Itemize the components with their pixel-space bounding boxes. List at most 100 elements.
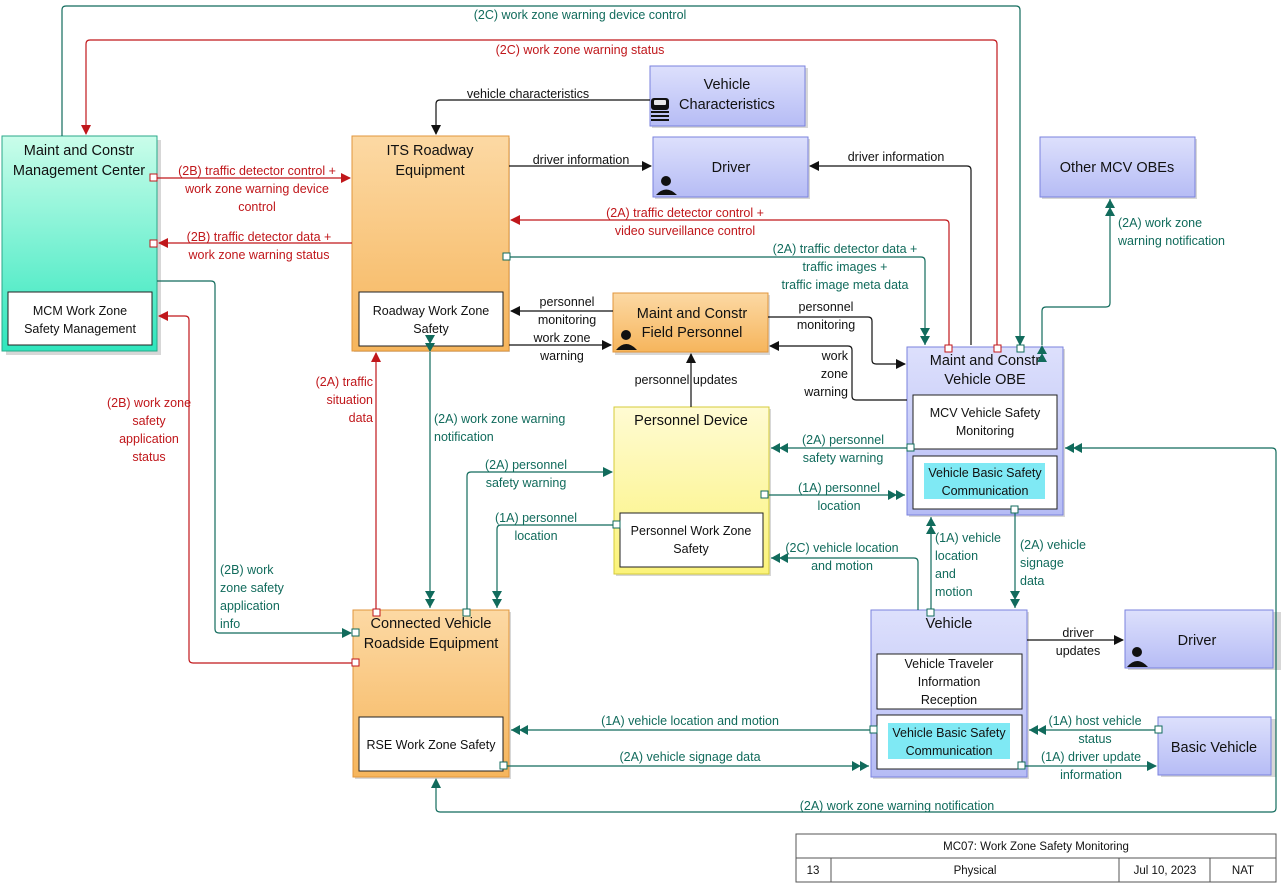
flow-line-f22 (492, 524, 620, 608)
svg-text:data: data (1020, 574, 1044, 588)
flow-label-f5: driver information (848, 150, 945, 164)
flow-label-f21: (1A) personnel location (798, 481, 880, 513)
flow-label-f3: vehicle characteristics (467, 87, 589, 101)
flow-label-f18: (2B) work zone safety application status (107, 396, 191, 464)
svg-text:signage: signage (1020, 556, 1064, 570)
node-driver-top[interactable]: Driver (652, 136, 810, 199)
svg-text:(2B) traffic detector data +: (2B) traffic detector data + (187, 230, 332, 244)
footer-title: MC07: Work Zone Safety Monitoring (943, 841, 1129, 853)
mcm-sub-2: Safety Management (24, 322, 136, 336)
flow-label-f26: (2B) work zone safety application info (220, 563, 285, 631)
flow-label-f31: (1A) driver update information (1041, 750, 1141, 782)
pd-title: Personnel Device (634, 413, 748, 429)
svg-text:(2B) traffic detector control: (2B) traffic detector control + (178, 164, 336, 178)
flow-label-f16: (2A) traffic situation data (316, 375, 373, 425)
flow-line-f26 (157, 280, 352, 638)
obe-title-2: Vehicle OBE (944, 372, 1026, 388)
flow-line-f32b (1065, 443, 1277, 453)
node-other-mcv-obes[interactable]: Other MCV OBEs (1039, 136, 1197, 199)
svg-text:warning: warning (539, 349, 584, 363)
driver-bot-title: Driver (1178, 633, 1217, 649)
svg-text:warning: warning (803, 385, 848, 399)
its-title-2: Equipment (395, 163, 464, 179)
flow-label-f6: (2B) traffic detector control + work zon… (178, 164, 336, 214)
flow-line-f18 (158, 311, 353, 664)
svg-text:(1A) personnel: (1A) personnel (495, 511, 577, 525)
person-icon (616, 330, 637, 350)
flow-label-f14: work zone warning (803, 349, 849, 399)
veh-sub1-3: Reception (921, 693, 977, 707)
svg-text:updates: updates (1056, 644, 1100, 658)
rse-sub: RSE Work Zone Safety (367, 738, 497, 752)
flow-label-f19: (2A) personnel safety warning (485, 458, 567, 490)
node-vehicle[interactable]: Vehicle Vehicle Traveler Information Rec… (870, 609, 1029, 779)
flow-line-f23 (771, 553, 919, 610)
node-cv-rse[interactable]: Connected Vehicle Roadside Equipment RSE… (352, 609, 511, 779)
flow-line-f10 (1037, 199, 1115, 362)
svg-text:control: control (238, 200, 276, 214)
flow-line-f9 (509, 256, 930, 345)
svg-text:(2C) vehicle location: (2C) vehicle location (785, 541, 898, 555)
its-sub-1: Roadway Work Zone (373, 304, 490, 318)
flow-label-f29: (2A) vehicle signage data (619, 750, 760, 764)
flow-label-f27: driver updates (1056, 626, 1100, 658)
footer-org: NAT (1232, 865, 1254, 877)
svg-text:safety: safety (132, 414, 166, 428)
flow-label-f23: (2C) vehicle location and motion (785, 541, 898, 573)
flow-label-f28: (1A) vehicle location and motion (601, 714, 779, 728)
flow-line-f19 (466, 467, 613, 610)
flow-line-f32 (431, 452, 1277, 813)
node-mcv-obe[interactable]: Maint and Constr Vehicle OBE MCV Vehicle… (906, 346, 1065, 517)
svg-text:personnel: personnel (799, 300, 854, 314)
svg-text:info: info (220, 617, 240, 631)
svg-text:(2A) personnel: (2A) personnel (485, 458, 567, 472)
node-basic-vehicle[interactable]: Basic Vehicle (1157, 716, 1276, 777)
svg-text:data: data (349, 411, 373, 425)
footer-number: 13 (807, 865, 820, 877)
svg-text:(2A) work zone warning: (2A) work zone warning (434, 412, 565, 426)
flow-label-f11: personnel monitoring (538, 295, 596, 327)
rse-title-1: Connected Vehicle (371, 616, 492, 632)
node-personnel-device[interactable]: Personnel Device Personnel Work Zone Saf… (613, 406, 771, 576)
flow-line-f2 (81, 39, 998, 345)
flow-line-f3 (431, 99, 650, 135)
footer-date: Jul 10, 2023 (1134, 865, 1197, 877)
flow-label-f1: (2C) work zone warning device control (474, 8, 687, 22)
veh-sub1-2: Information (918, 675, 981, 689)
veh-sub2-1: Vehicle Basic Safety (892, 726, 1006, 740)
node-its-roadway[interactable]: ITS Roadway Equipment Roadway Work Zone … (351, 135, 510, 352)
car-icon (651, 98, 669, 121)
flow-label-f30: (1A) host vehicle status (1048, 714, 1141, 746)
obe-sub1-1: MCV Vehicle Safety (930, 406, 1041, 420)
flow-label-f32: (2A) work zone warning notification (800, 799, 995, 813)
flow-label-f22: (1A) personnel location (495, 511, 577, 543)
svg-text:(1A) personnel: (1A) personnel (798, 481, 880, 495)
node-mcm[interactable]: Maint and Constr Management Center MCM W… (1, 135, 161, 355)
pd-sub-1: Personnel Work Zone (631, 524, 752, 538)
node-driver-bottom[interactable]: Driver (1124, 609, 1281, 670)
node-field-personnel[interactable]: Maint and Constr Field Personnel (612, 292, 770, 355)
other-mcv-title: Other MCV OBEs (1060, 160, 1174, 176)
svg-text:application: application (119, 432, 179, 446)
flow-label-f2: (2C) work zone warning status (496, 43, 665, 57)
vc-title-2: Characteristics (679, 97, 775, 113)
flow-label-f13: personnel monitoring (797, 300, 855, 332)
svg-text:work zone: work zone (533, 331, 591, 345)
svg-text:driver: driver (1062, 626, 1093, 640)
flow-line-f14 (769, 341, 907, 401)
svg-text:zone safety: zone safety (220, 581, 285, 595)
svg-text:traffic image meta data: traffic image meta data (782, 278, 909, 292)
pd-sub-2: Safety (673, 542, 709, 556)
flow-label-f15: personnel updates (635, 373, 738, 387)
svg-text:monitoring: monitoring (797, 318, 855, 332)
its-title-1: ITS Roadway (386, 143, 474, 159)
svg-text:personnel: personnel (540, 295, 595, 309)
svg-text:work: work (821, 349, 849, 363)
node-vehicle-characteristics[interactable]: Vehicle Characteristics (649, 65, 808, 128)
svg-text:(2A) traffic detector data +: (2A) traffic detector data + (773, 242, 918, 256)
vc-title-1: Vehicle (704, 77, 751, 93)
svg-text:(2B) work: (2B) work (220, 563, 274, 577)
driver-top-title: Driver (712, 160, 751, 176)
flow-label-f20: (2A) personnel safety warning (802, 433, 884, 465)
